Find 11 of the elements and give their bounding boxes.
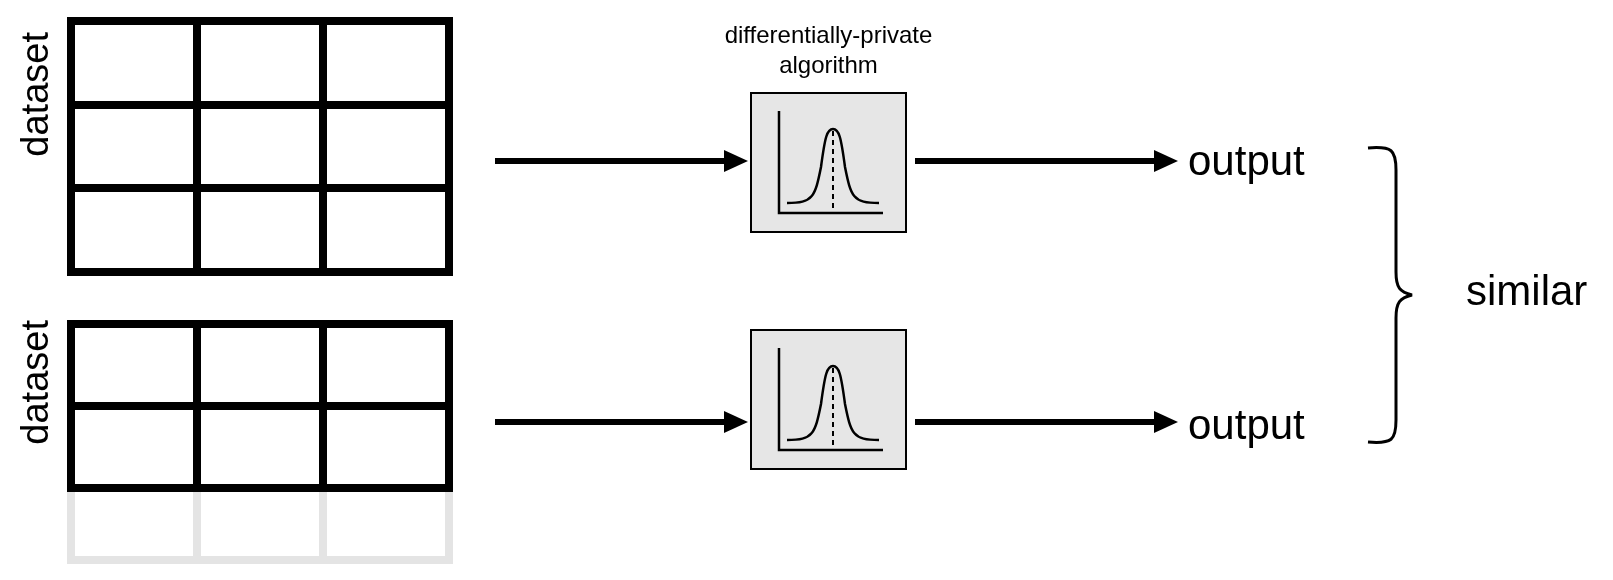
output-text: output: [1188, 137, 1305, 185]
arrow: [915, 150, 1178, 172]
arrow: [915, 411, 1178, 433]
algorithm-box: [750, 329, 907, 470]
output-text: output: [1188, 401, 1305, 449]
similar-label: similar: [1466, 267, 1588, 315]
arrow: [495, 150, 748, 172]
table-label: dataset: [15, 320, 55, 445]
algorithm-heading: differentially-private algorithm: [723, 20, 934, 80]
arrow: [495, 411, 748, 433]
table-label: dataset: [15, 32, 55, 157]
